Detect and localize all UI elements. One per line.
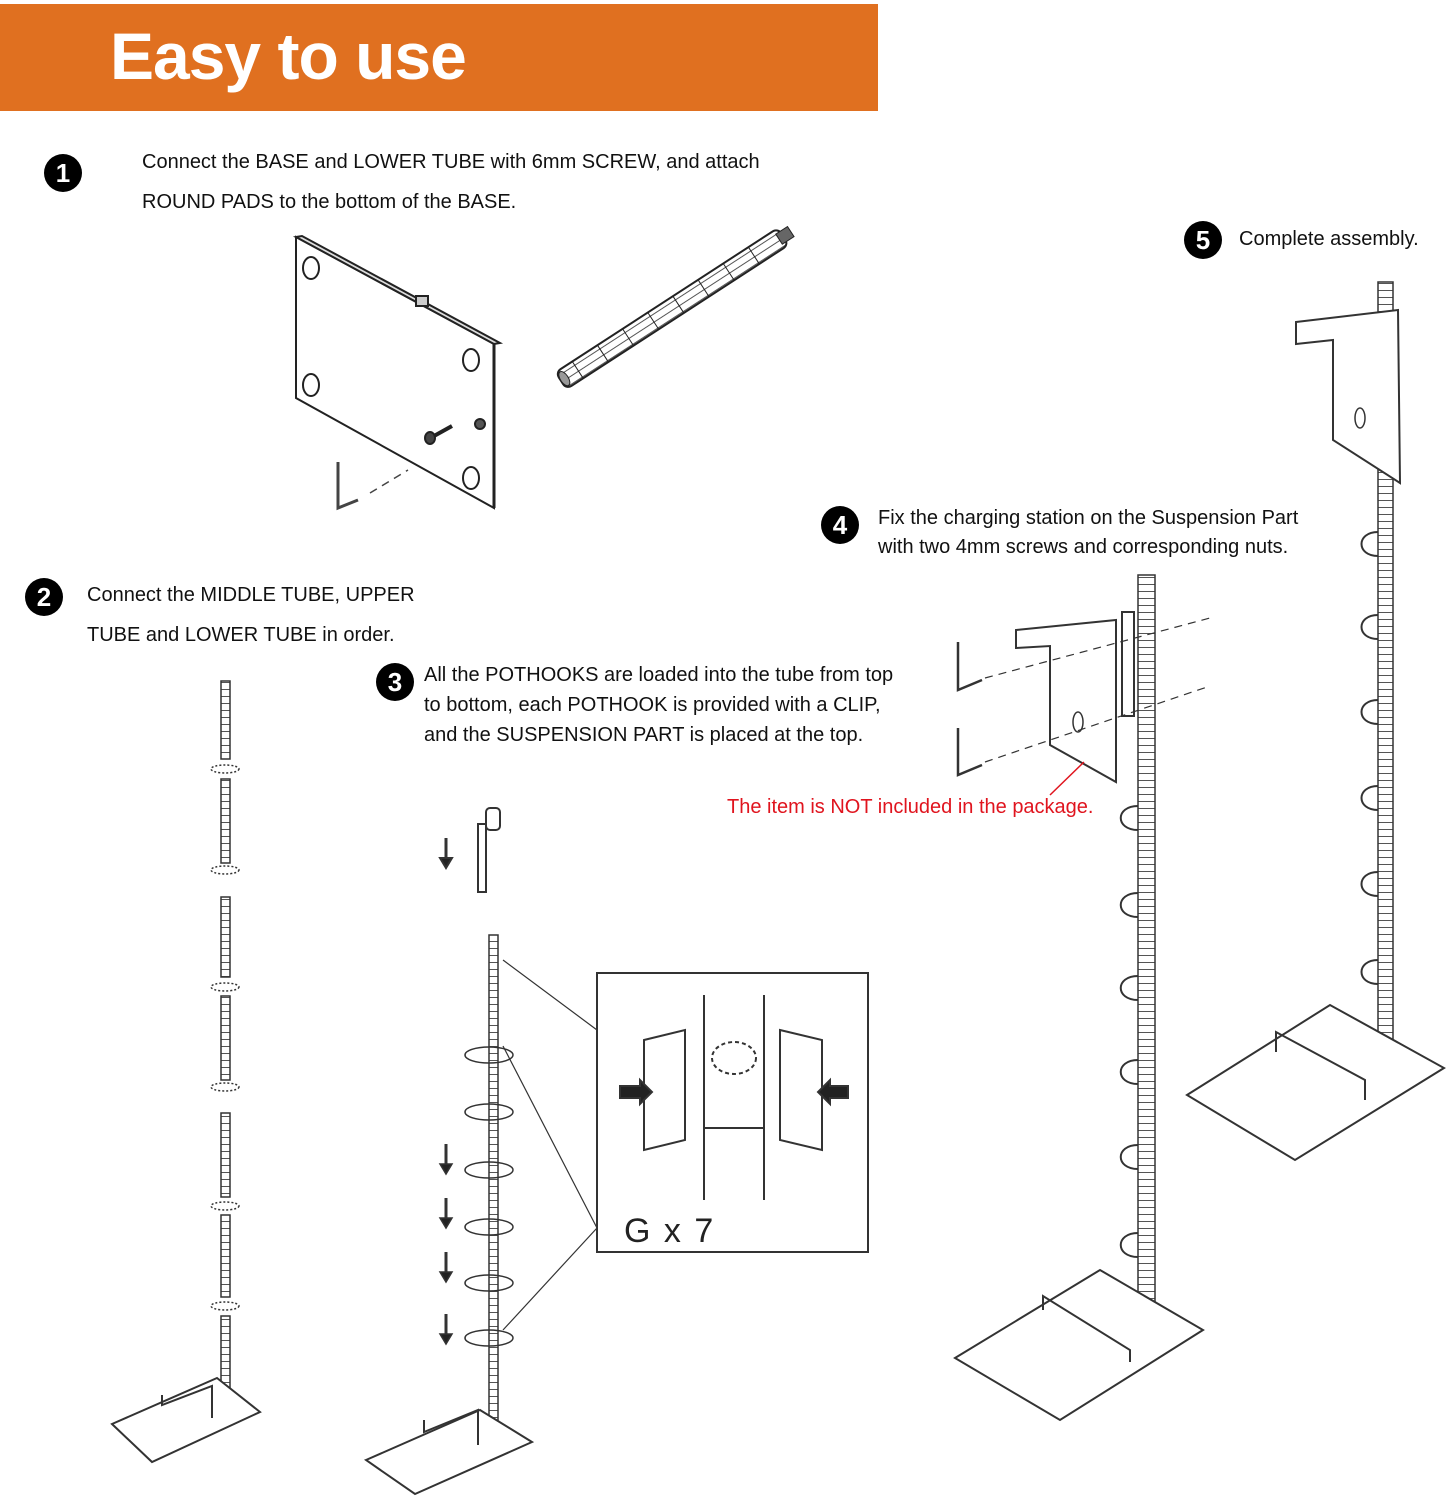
pothook-drawing	[438, 807, 501, 893]
base-plate-drawing	[292, 234, 504, 510]
page-title: Easy to use	[110, 19, 467, 93]
step-4-text: Fix the charging station on the Suspensi…	[878, 507, 1299, 558]
lower-tube-drawing	[556, 225, 795, 388]
step-2-badge: 2	[25, 578, 63, 616]
step-4-stand-drawing	[953, 574, 1211, 1422]
step-3-badge: 3	[376, 663, 414, 701]
allen-key-drawing	[336, 462, 409, 511]
clip-quantity-label: G x 7	[624, 1212, 716, 1250]
complete-assembly-drawing	[1185, 281, 1446, 1162]
step-4-badge: 4	[821, 506, 859, 544]
exploded-tube-drawing	[110, 680, 262, 1464]
step-1-badge: 1	[44, 154, 82, 192]
step-1-text: Connect the BASE and LOWER TUBE with 6mm…	[142, 151, 760, 213]
not-included-note: The item is NOT included in the package.	[727, 796, 1094, 818]
clip-detail-box	[596, 972, 869, 1253]
step-3-text: All the POTHOOKS are loaded into the tub…	[424, 664, 894, 746]
step-5-badge: 5	[1184, 221, 1222, 259]
title-banner: Easy to use	[0, 4, 878, 111]
step-2-text: Connect the MIDDLE TUBE, UPPER TUBE and …	[87, 584, 415, 646]
screw-drawing	[424, 424, 453, 445]
clip-column-drawing	[363, 934, 598, 1496]
step-5-text: Complete assembly.	[1239, 228, 1419, 250]
